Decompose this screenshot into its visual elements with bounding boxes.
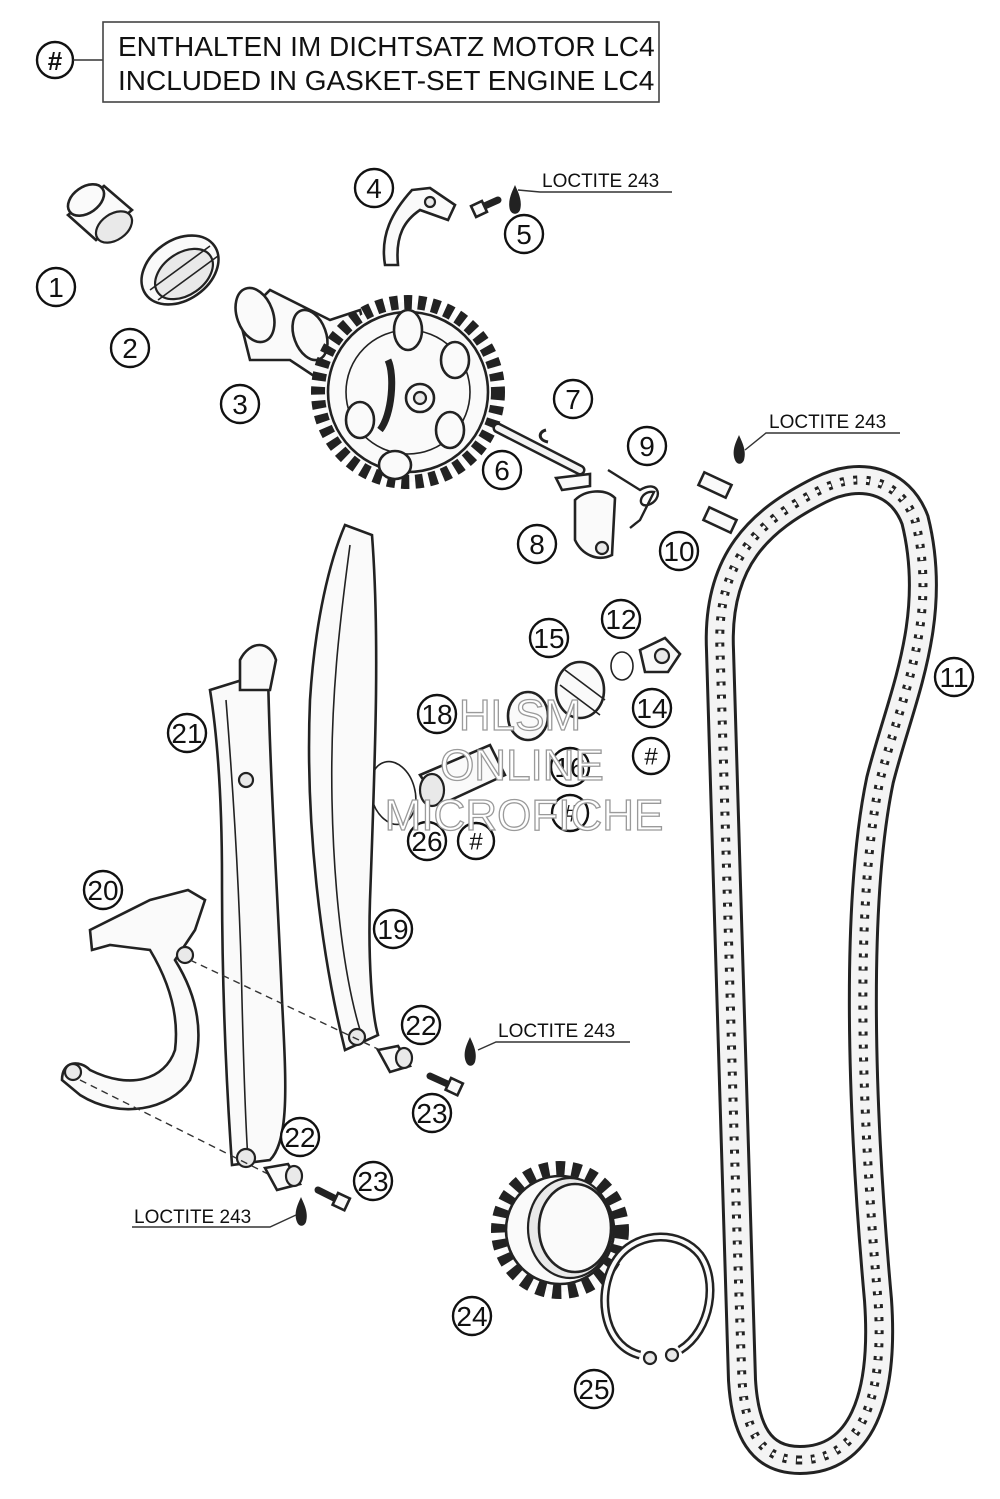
- callout-4-3-circle: [353, 167, 395, 209]
- callout-14-12-circle: [631, 687, 673, 729]
- crankshaft-sprocket: [491, 1161, 629, 1299]
- callout-10-9: 10: [663, 536, 694, 567]
- callout-23-21: 23: [416, 1098, 447, 1129]
- callout-6-5: 6: [494, 455, 510, 486]
- callout-20-17-circle: [82, 869, 124, 911]
- callout-22-19-circle: [400, 1004, 442, 1046]
- callout-23-22-circle: [352, 1160, 394, 1202]
- callout-20-17: 20: [87, 875, 118, 906]
- camshaft-sprocket: [311, 295, 505, 489]
- tensioner-assembly: [369, 636, 682, 826]
- screw-23-lower: [295, 1186, 352, 1226]
- legend-line-1: ENTHALTEN IM DICHTSATZ MOTOR LC4: [118, 31, 655, 62]
- callout-14-12: 14: [636, 693, 667, 724]
- callout-21-18: 21: [171, 718, 202, 749]
- callout-9-8: 9: [639, 431, 655, 462]
- legend-box: [102, 21, 660, 103]
- torsion-spring: [607, 468, 659, 529]
- callout-3-2: 3: [232, 389, 248, 420]
- legend: # ENTHALTEN IM DICHTSATZ MOTOR LC4 INCLU…: [35, 21, 660, 103]
- callout-24-23: 24: [456, 1301, 487, 1332]
- loctite-label-4: LOCTITE 243: [134, 1207, 251, 1228]
- callout-1-0: 1: [48, 272, 64, 303]
- screws-10: [696, 435, 745, 535]
- callout-12-11: 12: [605, 604, 636, 635]
- callout-9-8-circle: [626, 425, 668, 467]
- timing-chain: [704, 465, 938, 1476]
- watermark: HLSM ONLINE MICROFICHE: [384, 690, 664, 840]
- callout-25-24-circle: [573, 1368, 615, 1410]
- callout-12-11-circle: [600, 598, 642, 640]
- decompressor-shaft: [492, 422, 592, 492]
- circlip-7: [538, 428, 549, 444]
- chain-guide-plate: [60, 888, 207, 1111]
- callout-4-3: 4: [366, 173, 382, 204]
- callout-19-16-circle: [372, 908, 414, 950]
- bushing-22-upper: [376, 1044, 414, 1074]
- callout-8-7-circle: [516, 523, 558, 565]
- loctite-leaders: [132, 189, 900, 1228]
- screw-23-upper: [426, 1037, 476, 1098]
- callout-24-23-circle: [451, 1295, 493, 1337]
- callout-18-15: 18: [421, 699, 452, 730]
- callout-11-10: 11: [939, 662, 968, 693]
- callout-23-22: 23: [357, 1166, 388, 1197]
- bushing-22-lower: [262, 1162, 304, 1192]
- gasket-mark-0: #: [644, 744, 658, 771]
- callout-21-18-circle: [166, 712, 208, 754]
- callout-16-14-circle: [549, 746, 591, 788]
- needle-bearing-small: [65, 183, 135, 244]
- watermark-line-3: MICROFICHE: [385, 791, 664, 840]
- callout-6-5-circle: [481, 449, 523, 491]
- callout-22-19: 22: [405, 1010, 436, 1041]
- guide-rail: [208, 643, 287, 1169]
- callout-18-15-circle: [416, 693, 458, 735]
- gasket-mark-1-circle: [456, 821, 496, 861]
- watermark-line-2: ONLINE: [440, 741, 604, 790]
- callout-23-21-circle: [411, 1092, 453, 1134]
- chain-pins: [718, 478, 925, 1462]
- callout-layer: 1234567891011121415161819202122222323242…: [35, 167, 975, 1410]
- callout-5-4: 5: [516, 219, 532, 250]
- cam-bracket: [382, 186, 457, 267]
- loctite-label-2: LOCTITE 243: [769, 412, 886, 433]
- legend-line-2: INCLUDED IN GASKET-SET ENGINE LC4: [118, 65, 654, 96]
- callout-10-9-circle: [658, 530, 700, 572]
- callout-15-13: 15: [533, 623, 564, 654]
- gasket-mark-2: #: [563, 801, 577, 828]
- callout-22-20-circle: [279, 1116, 321, 1158]
- callout-8-7: 8: [529, 529, 545, 560]
- gasket-mark-1: #: [469, 829, 483, 856]
- loctite-label-3: LOCTITE 243: [498, 1021, 615, 1042]
- callout-19-16: 19: [377, 914, 408, 945]
- legend-symbol: #: [48, 46, 63, 76]
- callout-5-4-circle: [503, 213, 545, 255]
- gasket-mark-2-circle: [550, 793, 590, 833]
- callout-22-20: 22: [284, 1122, 315, 1153]
- callout-7-6-circle: [552, 378, 594, 420]
- callout-26-25: 26: [411, 826, 442, 857]
- callout-15-13-circle: [528, 617, 570, 659]
- callout-11-10-circle: [933, 656, 975, 698]
- screw-5: [469, 185, 521, 219]
- tensioner-rail: [307, 523, 380, 1052]
- callout-7-6: 7: [565, 384, 581, 415]
- gasket-mark-0-circle: [631, 736, 671, 776]
- callout-2-1-circle: [109, 327, 151, 369]
- watermark-line-1: HLSM: [459, 691, 581, 740]
- decompressor-lever: [573, 490, 617, 560]
- callout-3-2-circle: [219, 383, 261, 425]
- callout-2-1: 2: [122, 333, 138, 364]
- needle-bearing-large: [140, 234, 220, 306]
- callout-26-25-circle: [406, 820, 448, 862]
- callout-16-14: 16: [554, 752, 585, 783]
- callout-1-0-circle: [35, 266, 77, 308]
- circlip-25: [600, 1232, 715, 1366]
- callout-25-24: 25: [578, 1374, 609, 1405]
- loctite-label-1: LOCTITE 243: [542, 171, 659, 192]
